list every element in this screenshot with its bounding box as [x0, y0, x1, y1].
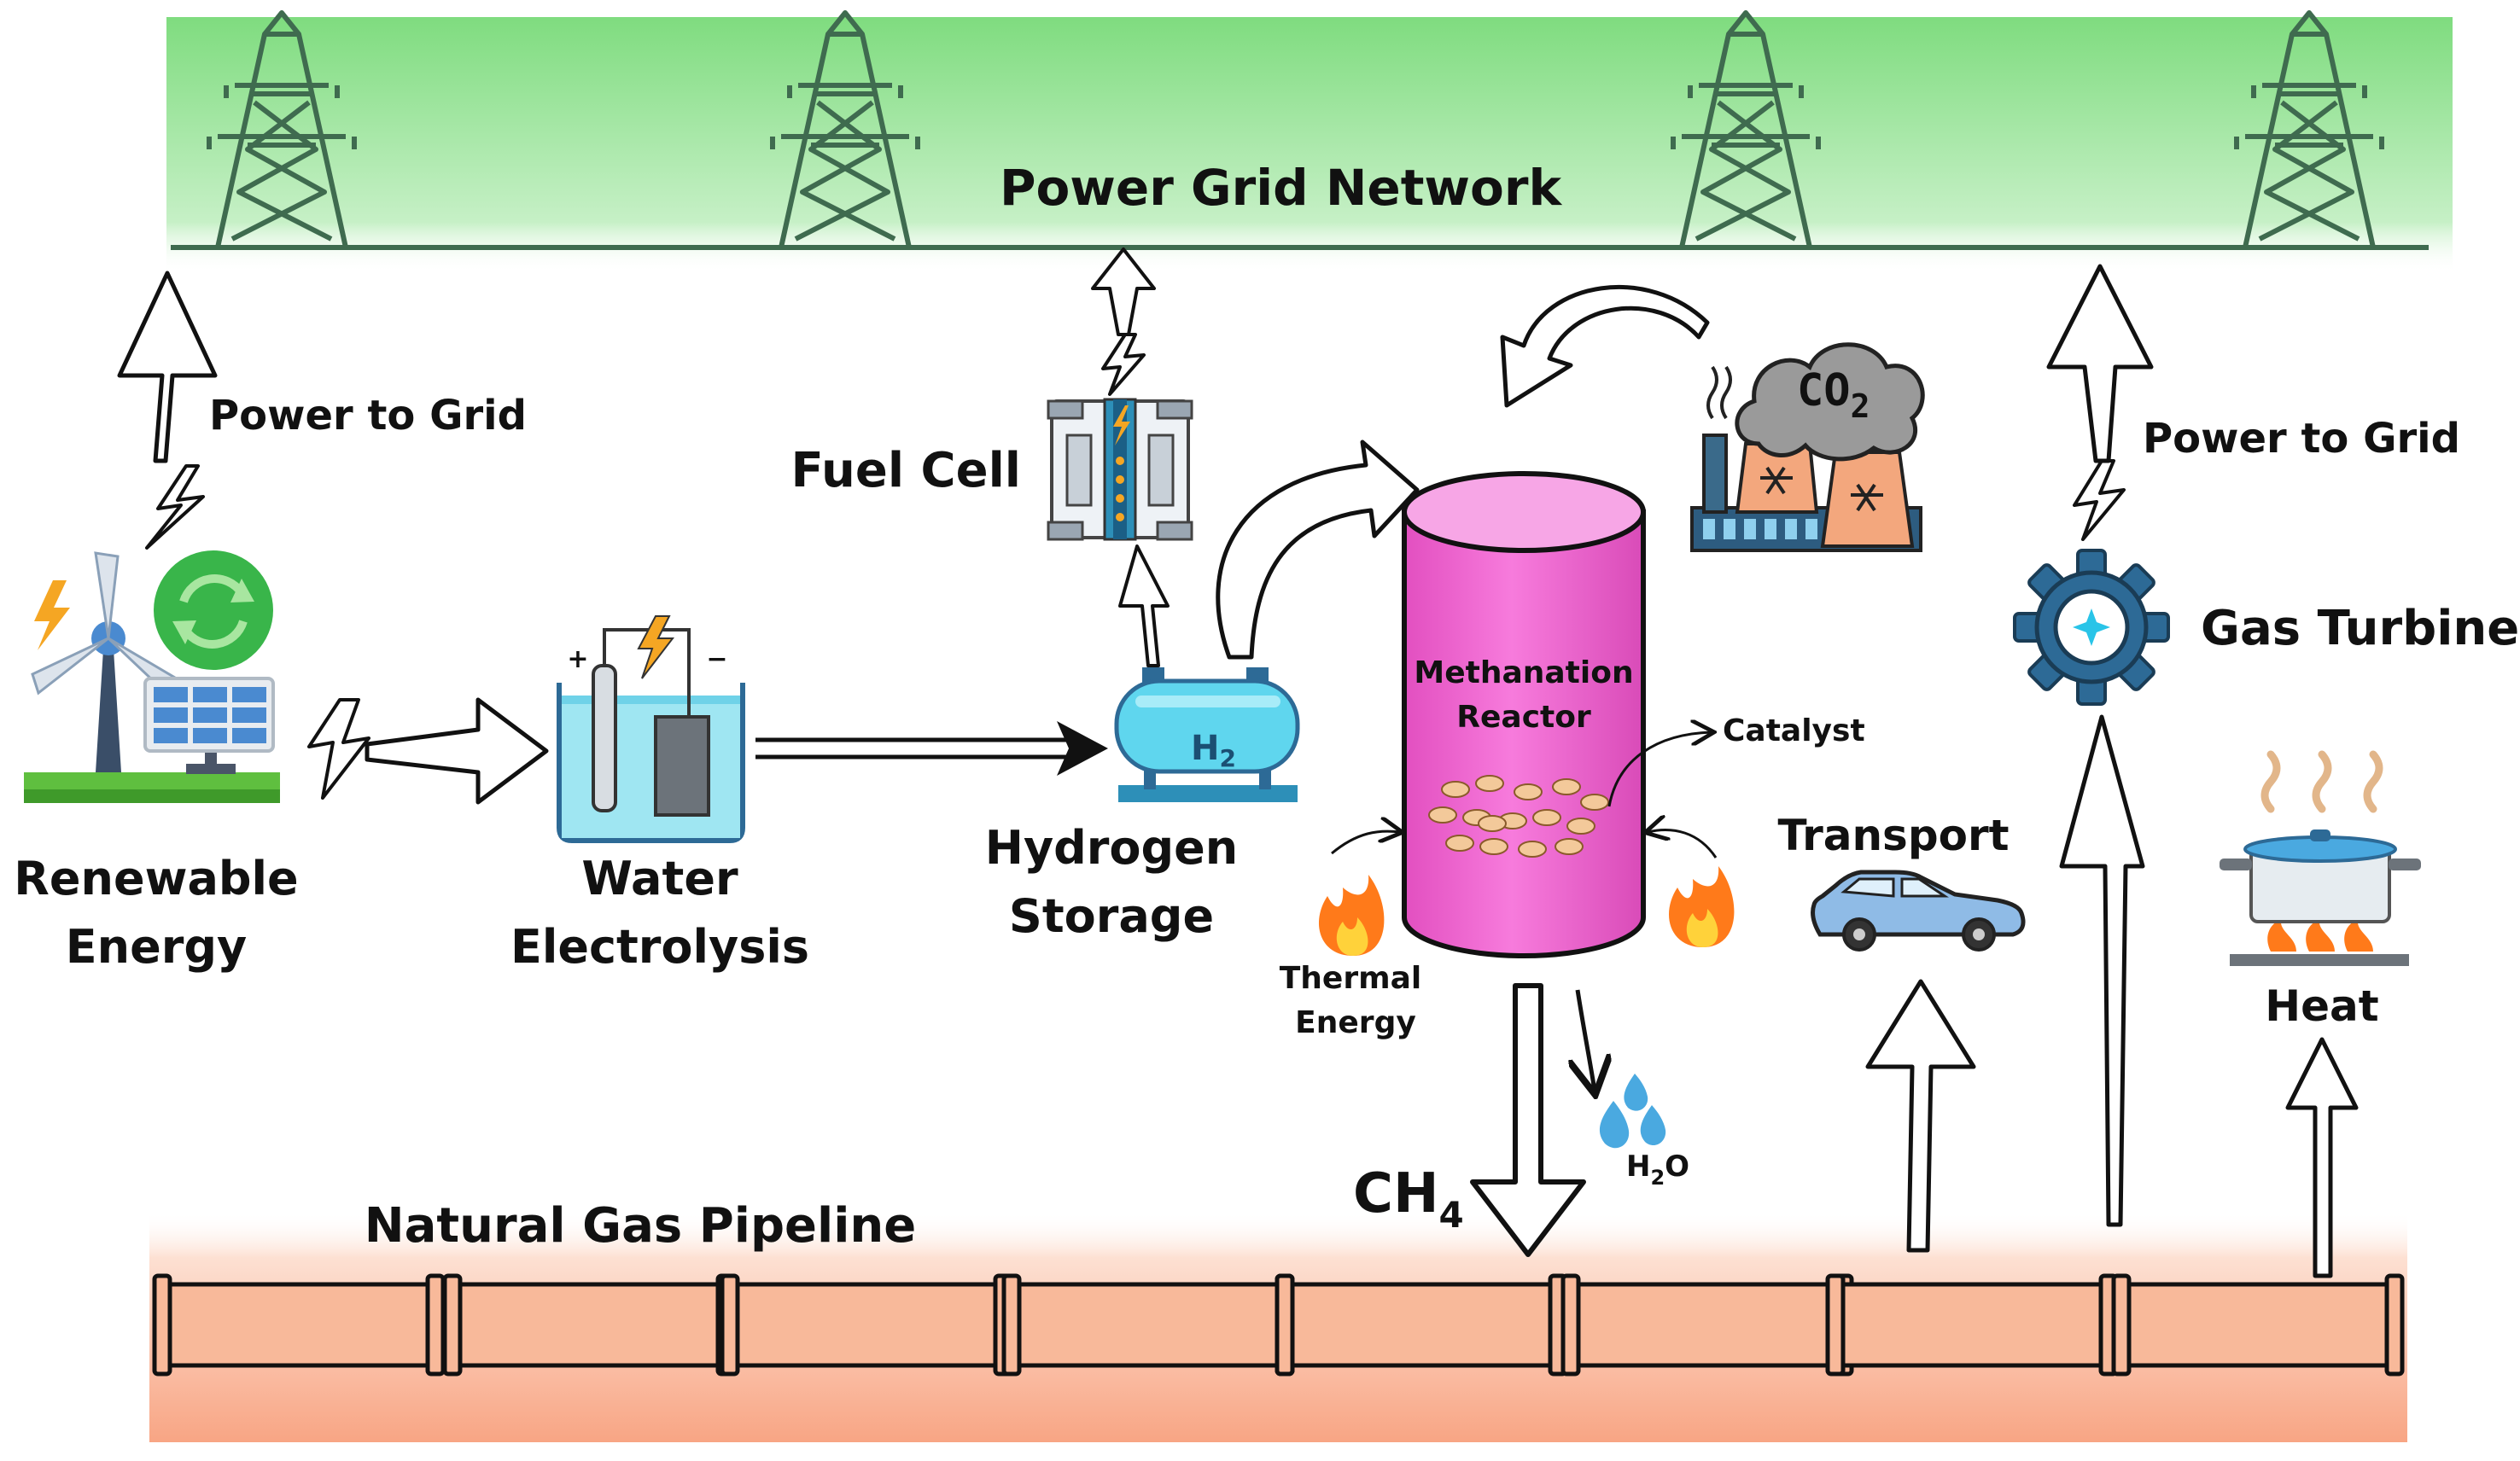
renewable-energy-icon — [24, 550, 280, 803]
h2o-label: H2O — [1626, 1150, 1689, 1190]
transmission-tower-icon — [2234, 10, 2384, 248]
catalyst-pellets — [1428, 775, 1609, 858]
fuel-cell-icon — [1047, 398, 1193, 541]
electrolysis-to-storage-arrow — [755, 721, 1108, 776]
lightning-icon — [34, 580, 70, 650]
cathode-minus-sign: − — [706, 644, 727, 674]
lightning-icon — [307, 698, 370, 800]
hydrogen-tank-icon — [1114, 667, 1300, 802]
power-grid-band — [166, 17, 2453, 273]
solar-panel-icon — [143, 677, 275, 774]
power-to-grid-label-right: Power to Grid — [2143, 415, 2460, 463]
h2o-pointer — [1578, 989, 1595, 1091]
heat-pointer-right — [1648, 830, 1718, 859]
anode-plus-sign: + — [567, 644, 588, 674]
pipeline-to-turbine-arrow — [2059, 714, 2145, 1227]
hydrogen-label-line1: Hydrogen — [985, 821, 1239, 875]
power-to-grid-label-left: Power to Grid — [209, 392, 527, 439]
pipeline-to-transport-arrow — [1865, 979, 1976, 1253]
power-to-grid-arrow-right — [2046, 264, 2154, 463]
gear-icon — [2013, 549, 2170, 706]
transmission-tower-icon — [770, 10, 920, 248]
transmission-tower-icon — [207, 10, 357, 248]
reactor-label-line1: Methanation — [1414, 655, 1633, 690]
water-label-line1: Water — [581, 852, 738, 905]
lightning-icon — [2073, 459, 2126, 541]
hydrogen-label-line2: Storage — [1009, 889, 1214, 943]
pipe-segment-icon — [1825, 1273, 2119, 1377]
renewable-to-electrolysis-arrow — [365, 697, 549, 805]
heat-label: Heat — [2265, 981, 2378, 1031]
natural-gas-pipeline-label: Natural Gas Pipeline — [365, 1198, 917, 1254]
pipe-segment-icon — [152, 1273, 446, 1377]
pipe-segments — [152, 1273, 2405, 1377]
ch4-to-pipeline-arrow — [1470, 983, 1586, 1257]
pipe-segment-icon — [1275, 1273, 1568, 1377]
fuelcell-to-grid-arrow — [1091, 247, 1156, 336]
fuel-cell-label: Fuel Cell — [791, 443, 1021, 498]
renewable-label-line2: Energy — [66, 920, 247, 974]
transport-label: Transport — [1777, 811, 2009, 860]
ch4-label: CH4 — [1353, 1162, 1464, 1236]
heat-pointer-left — [1331, 831, 1400, 855]
catalyst-pointer — [1607, 732, 1712, 807]
power-to-grid-arrow-left — [117, 271, 218, 463]
lightning-icon — [145, 464, 205, 550]
pipe-segment-icon — [720, 1273, 1013, 1377]
transmission-tower-icon — [1671, 10, 1821, 248]
catalyst-label: Catalyst — [1723, 713, 1865, 748]
flame-icon — [1669, 866, 1735, 947]
pipe-segment-icon — [442, 1273, 736, 1377]
storage-to-fuelcell-arrow — [1118, 544, 1170, 667]
electrolysis-cell-icon — [557, 615, 745, 843]
recycle-icon — [154, 550, 273, 670]
reactor-label-line2: Reactor — [1456, 700, 1591, 735]
methanation-reactor-icon — [1402, 471, 1646, 958]
transmission-towers — [207, 10, 2384, 248]
renewable-label-line1: Renewable — [14, 852, 298, 905]
co2-label: CO2 — [1797, 365, 1870, 425]
power-grid-network-label: Power Grid Network — [1000, 159, 1563, 217]
thermal-label-line1: Thermal — [1280, 961, 1422, 996]
pipe-segment-icon — [2111, 1273, 2405, 1377]
lightning-icon — [1101, 333, 1146, 396]
storage-to-reactor-arrow — [1216, 439, 1420, 660]
pipe-segment-icon — [1001, 1273, 1295, 1377]
pipeline-to-heat-arrow — [2285, 1037, 2359, 1278]
co2-cloud-icon — [1735, 342, 1925, 462]
cooking-pot-icon — [2220, 750, 2421, 966]
gas-turbine-label: Gas Turbine — [2201, 601, 2519, 656]
flame-icon — [1319, 875, 1385, 956]
car-icon — [1811, 870, 2026, 952]
co2-to-reactor-arrow — [1500, 285, 1710, 408]
pipe-segment-icon — [1560, 1273, 1854, 1377]
water-drops-icon — [1599, 1074, 1666, 1149]
h2-tank-label: H2 — [1191, 729, 1236, 772]
thermal-label-line2: Energy — [1295, 1005, 1416, 1040]
water-label-line2: Electrolysis — [510, 920, 809, 974]
